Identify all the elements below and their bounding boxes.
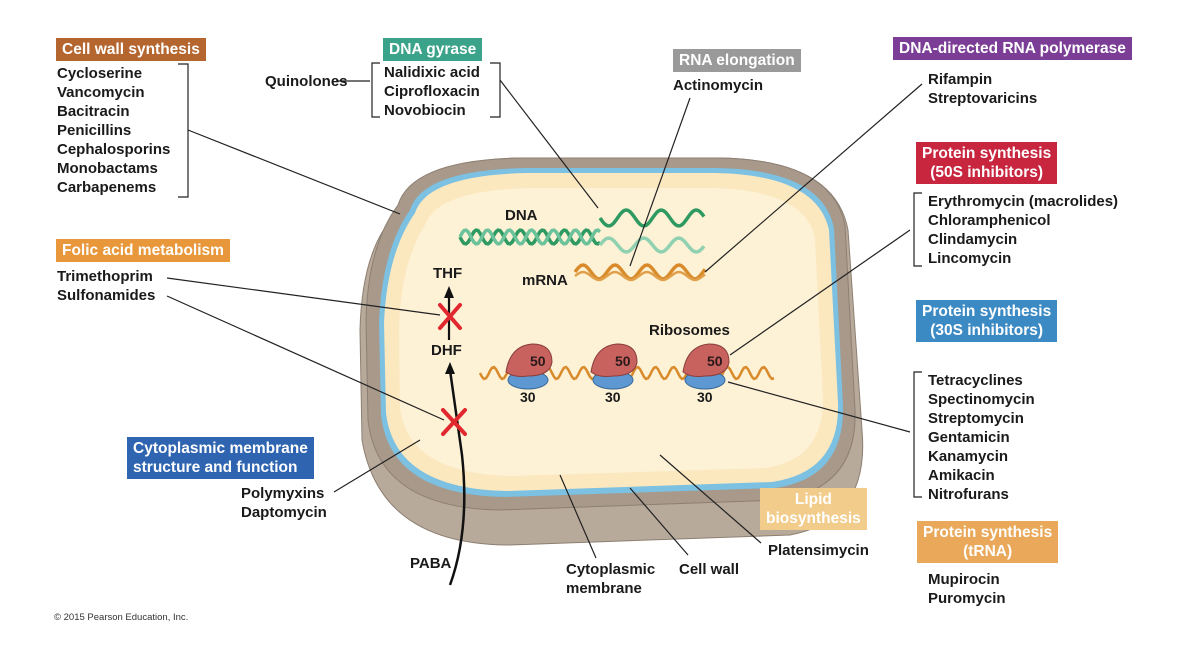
drug-item: Cephalosporins	[57, 141, 171, 158]
drug-item: Actinomycin	[673, 77, 764, 94]
ribosome: 50 30	[590, 343, 638, 405]
drug-item: Sulfonamides	[57, 287, 156, 304]
header-line: biosynthesis	[766, 510, 861, 527]
label-line: Cytoplasmic	[566, 561, 656, 578]
drug-item: Clindamycin	[928, 231, 1018, 248]
cytoplasmic-membrane-label: Cytoplasmic membrane	[566, 560, 655, 598]
header-line: (30S inhibitors)	[930, 322, 1044, 339]
header-protein-synthesis-30s: Protein synthesis (30S inhibitors)	[916, 300, 1058, 342]
drug-item: Tetracyclines	[928, 372, 1023, 389]
header-line: Protein synthesis	[922, 145, 1052, 162]
ribosome: 50 30	[505, 343, 553, 405]
drug-item: Monobactams	[57, 160, 158, 177]
ribosome: 50 30	[682, 343, 730, 405]
ribosomes-label: Ribosomes	[649, 322, 730, 339]
drug-item: Carbapenems	[57, 179, 157, 196]
ribosomes: 50 30 50 30 50 30	[505, 343, 730, 405]
header-line: (50S inhibitors)	[930, 164, 1044, 181]
drug-item: Streptovaricins	[928, 90, 1038, 107]
list-50s-drugs: Erythromycin (macrolides) Chloramphenicol…	[928, 192, 1118, 268]
header-rna-elongation: RNA elongation	[673, 49, 801, 72]
paba-arrow	[448, 369, 466, 586]
subunit-50-label: 50	[615, 353, 631, 369]
subunit-30-label: 30	[520, 389, 536, 405]
subunit-50-label: 50	[530, 353, 546, 369]
quinolones-label: Quinolones	[265, 73, 348, 90]
copyright: © 2015 Pearson Education, Inc.	[54, 612, 189, 623]
drug-item: Erythromycin (macrolides)	[928, 193, 1119, 210]
block-x-icon	[441, 408, 467, 436]
drug-item: Mupirocin	[928, 571, 1000, 588]
list-rna-elongation-drugs: Actinomycin	[673, 76, 763, 95]
drug-item: Gentamicin	[928, 429, 1010, 446]
thf-label: THF	[433, 265, 463, 282]
drug-item: Lincomycin	[928, 250, 1012, 267]
arrowhead-icon	[444, 286, 454, 298]
drug-item: Nalidixic acid	[384, 64, 480, 81]
drug-item: Vancomycin	[57, 84, 145, 101]
drug-item: Polymyxins	[241, 485, 325, 502]
drug-item: Puromycin	[928, 590, 1006, 607]
subunit-50-label: 50	[707, 353, 723, 369]
drug-item: Rifampin	[928, 71, 993, 88]
list-lipid-drugs: Platensimycin	[768, 541, 869, 560]
label-line: membrane	[566, 580, 642, 597]
drug-item: Spectinomycin	[928, 391, 1035, 408]
drug-item: Penicillins	[57, 122, 132, 139]
cytoplasm-inner	[399, 188, 824, 476]
header-line: Protein synthesis	[923, 524, 1053, 541]
drug-item: Amikacin	[928, 467, 995, 484]
subunit-30-label: 30	[605, 389, 621, 405]
large-subunit	[590, 343, 638, 377]
header-line: Cytoplasmic membrane	[133, 440, 308, 457]
drug-item: Trimethoprim	[57, 268, 153, 285]
header-protein-synthesis-trna: Protein synthesis (tRNA)	[917, 521, 1059, 563]
cell-wall-label: Cell wall	[679, 561, 740, 578]
paba-label: PABA	[410, 555, 452, 572]
drug-item: Platensimycin	[768, 542, 869, 559]
header-folic-acid-metabolism: Folic acid metabolism	[56, 239, 230, 262]
large-subunit	[505, 343, 553, 377]
header-rna-polymerase: DNA-directed RNA polymerase	[893, 37, 1132, 60]
drug-item: Bacitracin	[57, 103, 130, 120]
large-subunit	[682, 343, 730, 377]
dna-label: DNA	[505, 207, 538, 224]
header-line: Lipid	[794, 491, 832, 508]
header-dna-gyrase: DNA gyrase	[383, 38, 483, 61]
block-x-icon	[438, 303, 462, 330]
drug-item: Ciprofloxacin	[384, 83, 480, 100]
header-cytoplasmic-membrane: Cytoplasmic membrane structure and funct…	[127, 437, 314, 479]
drug-item: Streptomycin	[928, 410, 1024, 427]
brackets	[178, 62, 922, 498]
header-line: (tRNA)	[963, 543, 1013, 560]
drug-item: Nitrofurans	[928, 486, 1009, 503]
leader-lines	[166, 79, 923, 559]
drug-item: Daptomycin	[241, 504, 327, 521]
header-cell-wall-synthesis: Cell wall synthesis	[56, 38, 206, 61]
dna-helix	[458, 208, 707, 282]
subunit-30-label: 30	[697, 389, 713, 405]
header-lipid-biosynthesis: Lipid biosynthesis	[760, 488, 867, 530]
mrna-label: mRNA	[522, 272, 568, 289]
arrowhead-icon	[445, 362, 455, 374]
header-line: Protein synthesis	[922, 303, 1052, 320]
drug-item: Novobiocin	[384, 102, 466, 119]
folate-pathway	[438, 286, 467, 586]
dhf-label: DHF	[431, 342, 462, 359]
drug-item: Chloramphenicol	[928, 212, 1051, 229]
drug-item: Kanamycin	[928, 448, 1009, 465]
header-protein-synthesis-50s: Protein synthesis (50S inhibitors)	[916, 142, 1058, 184]
drug-item: Cycloserine	[57, 65, 143, 82]
header-line: structure and function	[133, 459, 298, 476]
